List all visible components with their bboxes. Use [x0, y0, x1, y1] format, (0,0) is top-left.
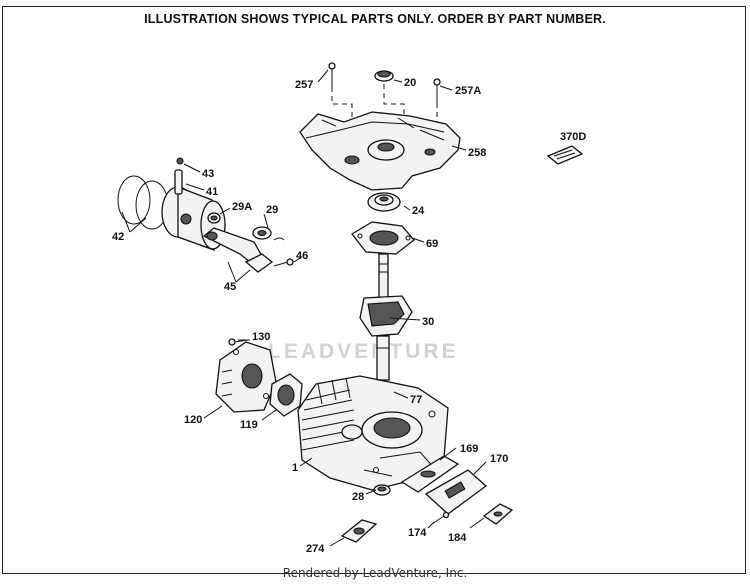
bearing-24 — [367, 192, 401, 212]
retainer-43 — [176, 157, 184, 165]
footer-credit: Rendered by LeadVenture, Inc. — [282, 566, 468, 580]
diagram-header: ILLUSTRATION SHOWS TYPICAL PARTS ONLY. O… — [144, 12, 606, 26]
reed-plate-170 — [424, 469, 488, 515]
watermark: LEADVENTURE — [268, 340, 459, 363]
gasket-119 — [269, 373, 303, 417]
gasket-69 — [351, 221, 415, 255]
assembly-line — [331, 96, 353, 128]
callout-24: 24 — [412, 205, 425, 217]
callout-29: 29 — [266, 204, 278, 216]
callout-170: 170 — [490, 453, 508, 465]
screw-46 — [273, 258, 294, 267]
cylinder-1 — [297, 375, 449, 491]
callout-77: 77 — [410, 394, 422, 406]
shroud-258 — [299, 111, 461, 191]
crankshaft-30 — [359, 253, 413, 381]
callout-120: 120 — [184, 414, 202, 426]
screw-174 — [431, 511, 450, 525]
callout-20: 20 — [404, 77, 416, 89]
leader-lines — [121, 69, 487, 547]
wrist-pin-41 — [174, 169, 183, 195]
callout-174: 174 — [408, 527, 427, 539]
screw-257a — [433, 78, 441, 108]
callout-370d: 370D — [560, 131, 586, 143]
head-120 — [215, 341, 277, 413]
gasket-274 — [340, 519, 378, 543]
callout-257: 257 — [295, 79, 313, 91]
callout-30: 30 — [422, 316, 434, 328]
callout-46: 46 — [296, 250, 308, 262]
callout-28: 28 — [352, 491, 364, 503]
decal-370d — [546, 145, 584, 165]
connecting-rod-45 — [202, 227, 274, 273]
gasket-184 — [482, 503, 514, 525]
callout-184: 184 — [448, 532, 467, 544]
callout-274: 274 — [306, 543, 325, 555]
bearing-29a — [207, 212, 221, 224]
callout-labels: 257 20 257A 258 370D 43 41 29A 29 42 24 … — [112, 77, 586, 555]
callout-1: 1 — [292, 462, 298, 474]
callout-258: 258 — [468, 147, 486, 159]
bearing-29 — [252, 226, 285, 241]
seal-20 — [374, 70, 394, 82]
callout-29a: 29A — [232, 201, 252, 213]
callout-45: 45 — [224, 281, 236, 293]
callout-169: 169 — [460, 443, 478, 455]
callout-257a: 257A — [455, 85, 481, 97]
callout-42: 42 — [112, 231, 124, 243]
callout-69: 69 — [426, 238, 438, 250]
callout-41: 41 — [206, 186, 218, 198]
diagram-frame — [2, 6, 746, 574]
callout-119: 119 — [240, 419, 258, 431]
screw-257 — [328, 62, 336, 92]
callout-43: 43 — [202, 168, 214, 180]
gasket-169 — [400, 455, 460, 493]
callout-130: 130 — [252, 331, 270, 343]
assembly-line — [383, 84, 405, 120]
seal-28 — [373, 484, 391, 496]
